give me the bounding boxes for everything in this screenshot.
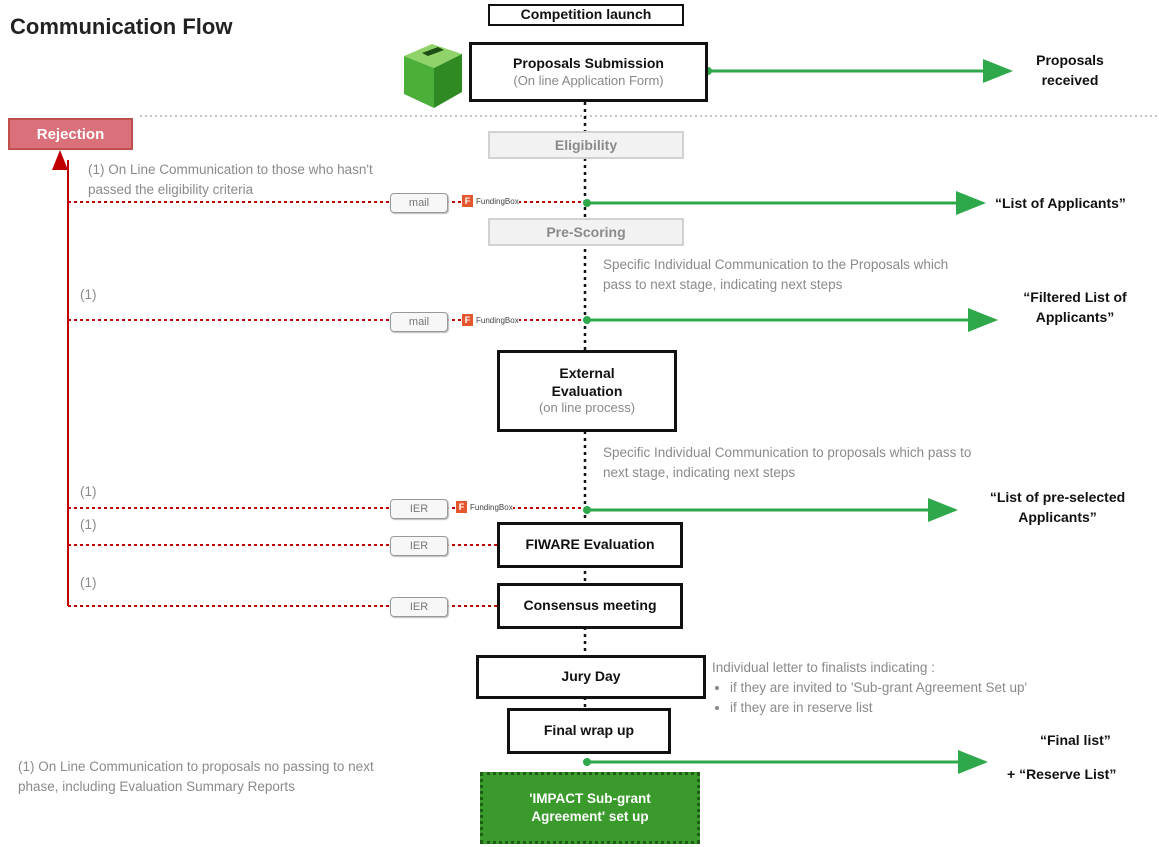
prescoring-box: Pre-Scoring <box>488 218 684 246</box>
prescoring-communication-note: Specific Individual Communication to the… <box>603 257 949 292</box>
external-evaluation-label: External Evaluation <box>551 365 623 399</box>
rejection-box: Rejection <box>8 118 133 150</box>
fundingbox-icon: F <box>462 314 473 326</box>
jury-letter-bullet: if they are in reserve list <box>730 698 1042 718</box>
fundingbox-icon: F <box>456 501 467 513</box>
output-final-list: “Final list” <box>1040 732 1111 748</box>
ier-pill: IER <box>390 597 448 617</box>
output-filtered-list: “Filtered List of Applicants” <box>1023 289 1127 325</box>
final-wrapup-label: Final wrap up <box>543 722 635 739</box>
fiware-evaluation-box: FIWARE Evaluation <box>497 522 683 568</box>
prescoring-label: Pre-Scoring <box>546 224 626 240</box>
fundingbox-name: FundingBox <box>476 196 519 206</box>
impact-subgrant-label: 'IMPACT Sub-grant Agreement' set up <box>529 791 651 824</box>
jury-letter-intro: Individual letter to finalists indicatin… <box>712 660 935 675</box>
output-list-of-applicants: “List of Applicants” <box>995 195 1126 211</box>
fiware-evaluation-label: FIWARE Evaluation <box>525 536 655 553</box>
external-communication-note: Specific Individual Communication to pro… <box>603 445 972 480</box>
ref-note-1: (1) <box>80 287 97 302</box>
competition-launch-label: Competition launch <box>520 6 652 23</box>
jury-letter-note: Individual letter to finalists indicatin… <box>712 658 1042 718</box>
jury-letter-bullet: if they are invited to 'Sub-grant Agreem… <box>730 678 1042 698</box>
ref-note-3: (1) <box>80 517 97 532</box>
output-proposals-received: Proposals received <box>1036 52 1104 88</box>
consensus-meeting-box: Consensus meeting <box>497 583 683 629</box>
fundingbox-name: FundingBox <box>476 315 519 325</box>
proposals-submission-label: Proposals Submission <box>513 55 664 72</box>
eligibility-label: Eligibility <box>554 137 618 153</box>
jury-day-box: Jury Day <box>476 655 706 699</box>
fundingbox-icon: F <box>462 195 473 207</box>
footnote: (1) On Line Communication to proposals n… <box>18 759 374 794</box>
external-evaluation-box: External Evaluation (on line process) <box>497 350 677 432</box>
fundingbox-name: FundingBox <box>470 502 513 512</box>
page-title: Communication Flow <box>10 14 233 39</box>
jury-day-label: Jury Day <box>561 668 621 685</box>
ballot-box-icon <box>404 44 462 108</box>
mail-pill: mail <box>390 193 448 213</box>
eligibility-communication-note: (1) On Line Communication to those who h… <box>88 162 373 197</box>
fundingbox-logo: F FundingBox <box>462 195 519 207</box>
proposals-submission-box: Proposals Submission (On line Applicatio… <box>469 42 708 102</box>
competition-launch-box: Competition launch <box>488 4 684 26</box>
proposals-submission-sublabel: (On line Application Form) <box>513 72 664 88</box>
output-reserve-list: + “Reserve List” <box>1007 766 1117 782</box>
rejection-label: Rejection <box>36 125 105 143</box>
ref-note-2: (1) <box>80 484 97 499</box>
output-preselected-list: “List of pre-selected Applicants” <box>989 489 1126 525</box>
impact-subgrant-box: 'IMPACT Sub-grant Agreement' set up <box>480 772 700 844</box>
eligibility-box: Eligibility <box>488 131 684 159</box>
consensus-meeting-label: Consensus meeting <box>523 597 657 614</box>
ref-note-4: (1) <box>80 575 97 590</box>
mail-pill: mail <box>390 312 448 332</box>
ier-pill: IER <box>390 499 448 519</box>
external-evaluation-sublabel: (on line process) <box>538 400 636 416</box>
fundingbox-logo: F FundingBox <box>456 501 513 513</box>
fundingbox-logo: F FundingBox <box>462 314 519 326</box>
ier-pill: IER <box>390 536 448 556</box>
final-wrapup-box: Final wrap up <box>507 708 671 754</box>
